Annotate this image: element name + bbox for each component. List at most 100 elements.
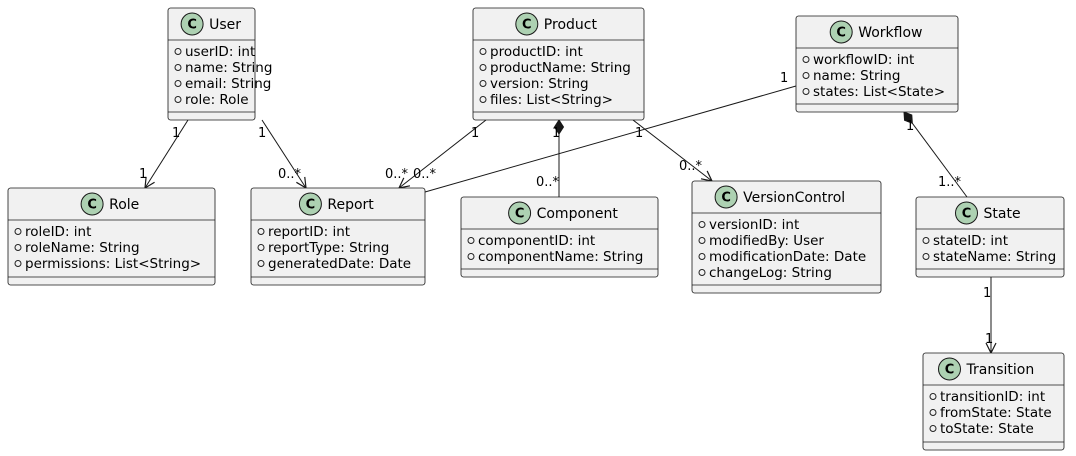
class-attribute: componentID: int: [478, 233, 595, 249]
multiplicity-source: 1: [983, 286, 991, 301]
class-name: VersionControl: [743, 190, 845, 206]
class-attribute: workflowID: int: [813, 52, 914, 68]
public-circle-icon: [929, 393, 937, 400]
public-circle-icon: [467, 253, 475, 260]
class-versioncontrol[interactable]: C VersionControl versionID: intmodifiedBy:…: [691, 180, 882, 294]
class-badge-letter: C: [962, 207, 972, 222]
multiplicity-source: 1: [258, 126, 266, 141]
class-box: [7, 187, 216, 286]
class-attribute: fromState: State: [940, 405, 1052, 421]
class-attribute: productName: String: [490, 60, 631, 76]
class-name: Report: [327, 197, 374, 213]
class-attribute: stateID: int: [933, 233, 1008, 249]
relation-line: [411, 85, 797, 196]
class-attribute: roleID: int: [25, 224, 91, 240]
multiplicity-target: 0..*: [385, 167, 409, 182]
class-attribute: userID: int: [185, 44, 255, 60]
public-circle-icon: [257, 260, 265, 267]
class-attribute: states: List<State>: [813, 84, 945, 100]
class-name: Workflow: [858, 25, 922, 41]
multiplicity-target: 0..*: [413, 167, 437, 182]
multiplicity-target: 1..*: [938, 175, 962, 190]
class-badge-letter: C: [515, 207, 525, 222]
class-c-badge-icon: C: [829, 20, 853, 44]
class-c-badge-icon: C: [938, 357, 961, 381]
class-attribute: generatedDate: Date: [268, 256, 411, 272]
multiplicity-source: 1: [780, 71, 788, 86]
public-circle-icon: [479, 64, 487, 71]
public-circle-icon: [174, 80, 182, 87]
class-attribute: email: String: [185, 76, 271, 92]
class-c-badge-icon: C: [714, 185, 738, 209]
class-c-badge-icon: C: [298, 192, 322, 216]
public-circle-icon: [479, 48, 487, 55]
relation-line: [145, 119, 189, 188]
class-attribute: changeLog: String: [709, 265, 832, 281]
class-attribute: productID: int: [490, 44, 583, 60]
relation-product-report: [399, 119, 487, 188]
multiplicity-target: 1: [985, 332, 993, 347]
public-circle-icon: [922, 237, 930, 244]
public-circle-icon: [479, 96, 487, 103]
class-attribute: role: Role: [185, 92, 249, 108]
class-c-badge-icon: C: [80, 192, 104, 216]
relation-user-role: [145, 119, 189, 188]
public-circle-icon: [14, 228, 22, 235]
class-name: State: [984, 206, 1021, 222]
class-attribute: modifiedBy: User: [709, 233, 824, 249]
class-c-badge-icon: C: [515, 12, 539, 36]
class-name: User: [209, 17, 241, 33]
public-circle-icon: [174, 96, 182, 103]
class-box: [915, 196, 1065, 278]
relation-workflow-state: [903, 111, 968, 198]
class-c-badge-icon: C: [180, 12, 204, 36]
class-attribute: permissions: List<String>: [25, 256, 201, 272]
public-circle-icon: [698, 269, 706, 276]
class-box: [472, 7, 645, 121]
class-attribute: toState: State: [940, 421, 1034, 437]
class-attribute: files: List<String>: [490, 92, 613, 108]
multiplicity-source: 1: [471, 126, 479, 141]
class-c-badge-icon: C: [955, 201, 978, 225]
multiplicity-source: 1: [906, 119, 914, 134]
class-badge-letter: C: [87, 198, 97, 213]
public-circle-icon: [698, 253, 706, 260]
class-attribute: versionID: int: [709, 217, 799, 233]
public-circle-icon: [14, 244, 22, 251]
public-circle-icon: [802, 88, 810, 95]
class-c-badge-icon: C: [508, 201, 532, 225]
class-attribute: version: String: [490, 76, 589, 92]
class-badge-letter: C: [836, 26, 846, 41]
multiplicity-source: 1: [552, 126, 560, 141]
public-circle-icon: [929, 409, 937, 416]
public-circle-icon: [174, 64, 182, 71]
class-name: Transition: [966, 362, 1035, 378]
public-circle-icon: [802, 72, 810, 79]
class-name: Component: [537, 206, 619, 222]
relation-line: [399, 119, 487, 188]
public-circle-icon: [257, 244, 265, 251]
class-box: [167, 7, 256, 121]
multiplicity-source: 1: [172, 126, 180, 141]
relation-product-versioncontrol: [632, 119, 712, 181]
public-circle-icon: [698, 237, 706, 244]
class-attribute: transitionID: int: [940, 389, 1045, 405]
class-badge-letter: C: [306, 198, 316, 213]
public-circle-icon: [257, 228, 265, 235]
public-circle-icon: [802, 56, 810, 63]
relation-workflow-report: [411, 85, 797, 196]
class-box: [691, 180, 882, 294]
public-circle-icon: [479, 80, 487, 87]
class-box: [250, 187, 426, 286]
